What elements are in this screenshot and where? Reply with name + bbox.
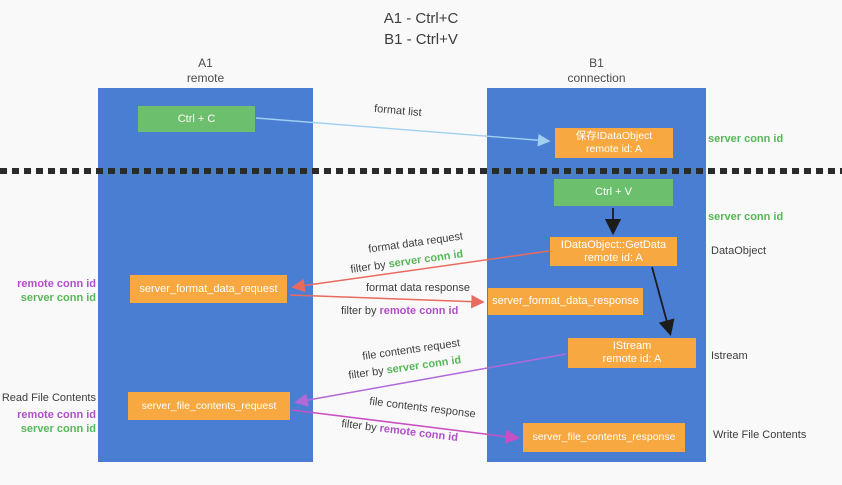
lifeline-b1-role: connection — [567, 71, 626, 85]
server-conn-id-annotation-2: server conn id — [20, 423, 96, 435]
lifeline-header-b1: B1 connection — [487, 56, 706, 86]
ctrl-c-node: Ctrl + C — [138, 106, 255, 132]
istream-line1: IStream — [612, 340, 652, 352]
title-line-1: A1 - Ctrl+C — [383, 10, 459, 27]
lifeline-a1-role: remote — [186, 71, 225, 85]
dataobject-annotation: DataObject — [711, 245, 767, 257]
getdata-node: IDataObject::GetData remote id: A — [550, 237, 677, 266]
read-file-contents-annotation: Read File Contents — [1, 392, 96, 404]
lifeline-a1-name: A1 — [198, 56, 213, 70]
format-data-response-arrow — [289, 294, 485, 309]
server-file-contents-request-node: server_file_contents_request — [128, 392, 290, 420]
diagram-title: A1 - Ctrl+C B1 - Ctrl+V — [0, 8, 842, 50]
save-dataobject-node: 保存IDataObject remote id: A — [555, 128, 673, 158]
getdata-line1: IDataObject::GetData — [560, 238, 667, 251]
server-conn-id-annotation-1: server conn id — [20, 292, 96, 304]
server-format-data-request-label: server_format_data_request — [139, 282, 278, 295]
file-contents-request-arrow — [294, 353, 567, 407]
server-file-contents-response-node: server_file_contents_response — [523, 423, 685, 452]
server-format-data-request-node: server_format_data_request — [130, 275, 287, 303]
getdata-line2: remote id: A — [584, 251, 643, 264]
remote-conn-id-annotation-2: remote conn id — [17, 409, 96, 421]
lifeline-b1-name: B1 — [589, 56, 604, 70]
server-conn-id-annotation-top: server conn id — [708, 133, 784, 145]
left-conn-id-group-2: Read File Contents remote conn id server… — [0, 391, 96, 436]
ctrl-v-node: Ctrl + V — [554, 179, 673, 206]
save-dataobject-line1: 保存IDataObject — [575, 130, 653, 142]
title-line-2: B1 - Ctrl+V — [384, 31, 458, 48]
server-format-data-response-node: server_format_data_response — [488, 288, 643, 315]
format-data-request-arrow — [291, 250, 550, 293]
format-data-response-label: format data response — [366, 282, 470, 294]
remote-conn-id-key: remote conn id — [379, 305, 459, 317]
format-list-arrow — [255, 117, 551, 147]
server-file-contents-request-label: server_file_contents_request — [141, 399, 277, 412]
getdata-to-istream-arrow — [651, 266, 675, 337]
filter-by-text: filter by — [341, 305, 377, 317]
istream-node: IStream remote id: A — [568, 338, 696, 368]
left-conn-id-group-1: remote conn id server conn id — [0, 277, 96, 305]
file-contents-response-arrow — [291, 409, 520, 444]
server-format-data-response-label: server_format_data_response — [492, 295, 639, 307]
ctrl-c-label: Ctrl + C — [177, 112, 216, 125]
ctrl-v-label: Ctrl + V — [595, 186, 632, 198]
write-file-contents-annotation: Write File Contents — [713, 429, 807, 441]
save-dataobject-line2: remote id: A — [585, 143, 643, 155]
istream-annotation: Istream — [711, 350, 748, 362]
dotted-separator-line — [0, 168, 842, 174]
server-conn-id-annotation-mid: server conn id — [708, 211, 784, 223]
lifeline-header-a1: A1 remote — [98, 56, 313, 86]
remote-conn-id-annotation-1: remote conn id — [17, 278, 96, 290]
server-file-contents-response-label: server_file_contents_response — [532, 431, 676, 443]
istream-line2: remote id: A — [602, 353, 662, 365]
